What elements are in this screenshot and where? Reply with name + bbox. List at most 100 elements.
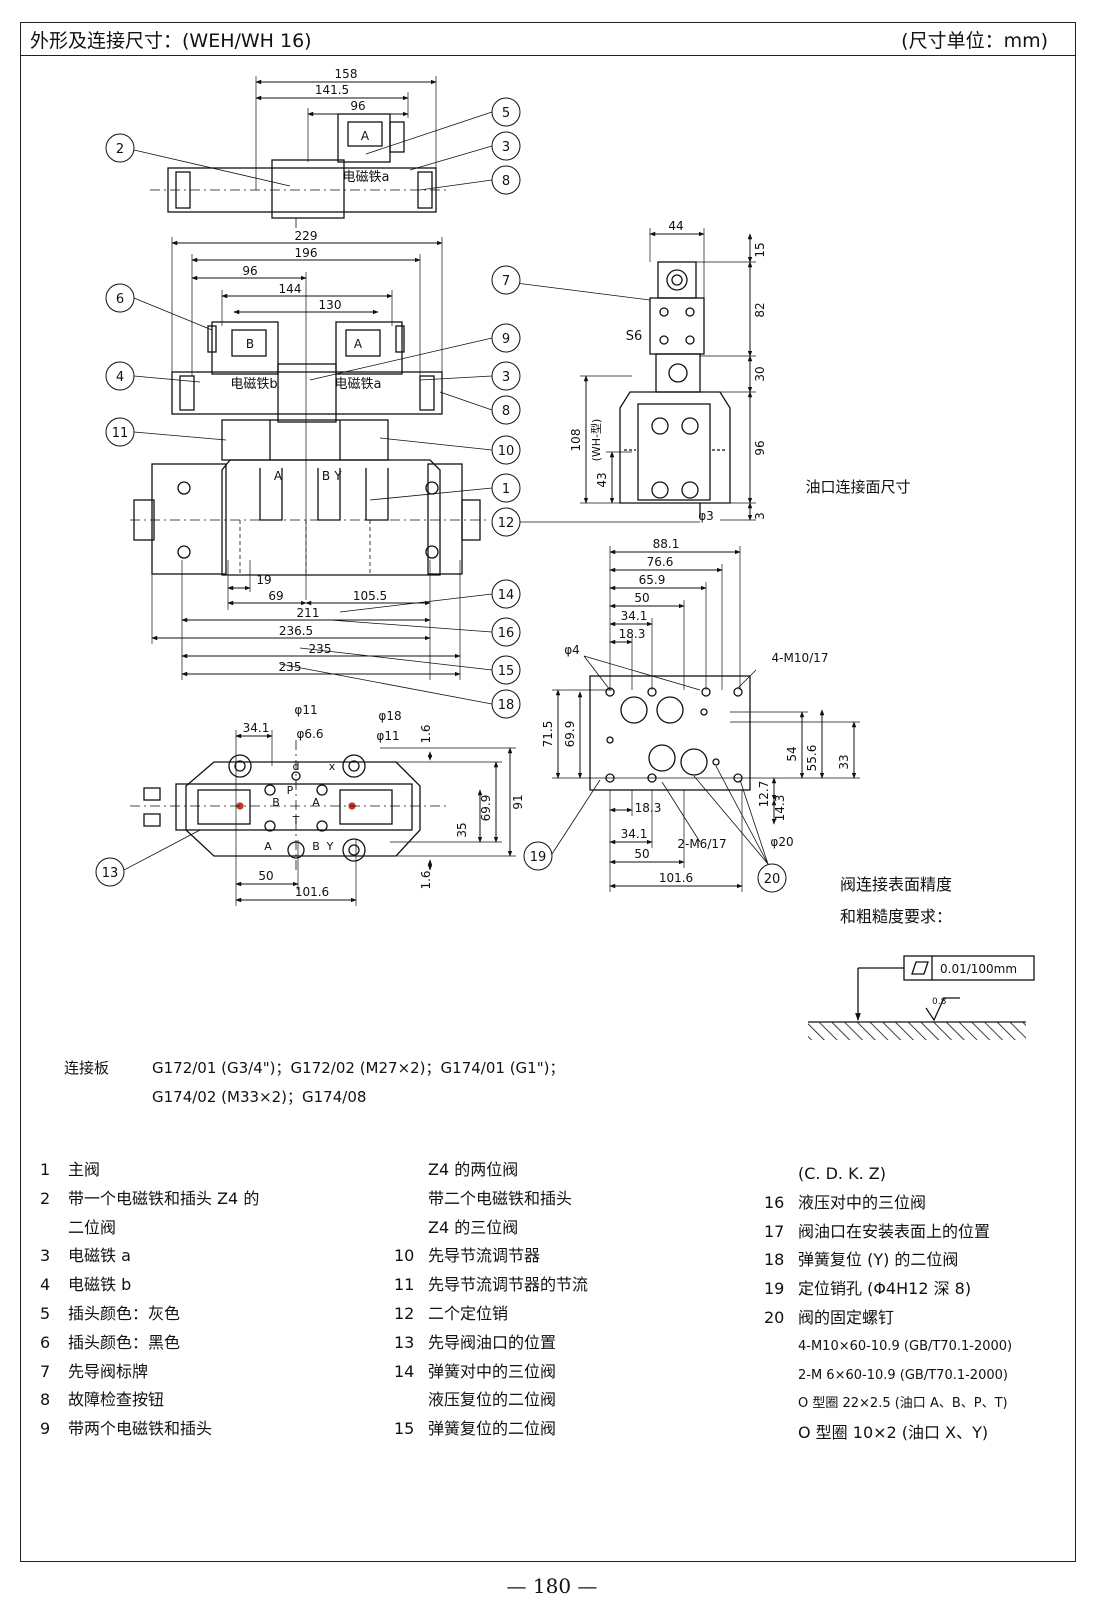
surface-symbol	[808, 955, 1035, 1040]
svg-text:8: 8	[502, 174, 510, 189]
svg-text:16: 16	[498, 626, 515, 641]
svg-text:105.5: 105.5	[353, 589, 387, 603]
svg-text:11: 11	[112, 426, 129, 441]
callout-18: 18	[491, 689, 521, 719]
svg-text:235: 235	[309, 642, 332, 656]
svg-text:55.6: 55.6	[805, 745, 819, 772]
legend-item-continuation: Z4 的两位阀	[428, 1160, 519, 1179]
svg-text:50: 50	[258, 869, 273, 883]
bottom-view-text: 34.1 φ11 φ6.6 φ18 φ11 1.6 69.9 91 35 1.6…	[243, 703, 525, 899]
svg-text:2-M6/17: 2-M6/17	[677, 837, 726, 851]
svg-text:34.1: 34.1	[621, 609, 648, 623]
svg-text:18.3: 18.3	[619, 627, 646, 641]
svg-text:A: A	[354, 337, 363, 351]
svg-text:35: 35	[455, 822, 469, 837]
boards-line-1: G172/01 (G3/4")；G172/02 (M27×2)；G174/01 …	[152, 1059, 565, 1077]
svg-text:69.9: 69.9	[563, 721, 577, 748]
callout-8-front: 8	[491, 395, 521, 425]
svg-text:油口连接面尺寸: 油口连接面尺寸	[805, 478, 910, 496]
svg-text:12: 12	[498, 516, 515, 531]
callout-14: 14	[491, 579, 521, 609]
svg-text:19: 19	[530, 850, 547, 865]
svg-text:34.1: 34.1	[621, 827, 648, 841]
svg-text:φ4: φ4	[564, 643, 580, 657]
port-face-text: 88.1 76.6 65.9 50 34.1 18.3 φ4 4-M10/17 …	[541, 537, 851, 885]
callout-3-front: 3	[491, 361, 521, 391]
svg-text:33: 33	[837, 754, 851, 769]
legend-item-continuation: 带二个电磁铁和插头	[428, 1188, 573, 1208]
callout-13: 13	[95, 857, 125, 887]
svg-text:236.5: 236.5	[279, 624, 313, 638]
svg-text:43: 43	[595, 472, 609, 487]
svg-text:S6: S6	[626, 329, 643, 344]
svg-text:15: 15	[498, 664, 515, 679]
svg-text:A: A	[312, 796, 320, 809]
callout-4: 4	[105, 361, 135, 391]
svg-text:50: 50	[634, 591, 649, 605]
svg-text:9: 9	[502, 332, 510, 347]
legend-note: 4-M10×60-10.9 (GB/T70.1-2000)	[798, 1338, 1013, 1354]
boards-line-2: G174/02 (M33×2)；G174/08	[152, 1088, 367, 1106]
svg-text:φ11: φ11	[294, 703, 317, 717]
svg-text:φ3: φ3	[698, 509, 714, 523]
svg-text:P: P	[287, 784, 294, 797]
svg-text:12.7: 12.7	[757, 781, 771, 808]
svg-text:13: 13	[102, 866, 119, 881]
svg-text:电磁铁a: 电磁铁a	[343, 170, 390, 185]
svg-text:φ18: φ18	[378, 709, 401, 723]
legend-item-continuation: Z4 的三位阀	[428, 1217, 519, 1237]
svg-text:0.01/100mm: 0.01/100mm	[940, 962, 1017, 976]
svg-text:6: 6	[116, 292, 124, 307]
top-view	[150, 76, 450, 228]
svg-text:A: A	[264, 840, 272, 853]
boards-label: 连接板	[64, 1059, 110, 1077]
technical-drawing: 158 141.5 96 A 电磁铁a	[95, 67, 1035, 1040]
svg-text:A: A	[274, 469, 283, 483]
svg-text:电磁铁b: 电磁铁b	[230, 377, 277, 392]
callout-20: 20	[757, 863, 787, 893]
svg-text:A: A	[361, 129, 370, 143]
svg-text:96: 96	[350, 99, 365, 113]
svg-text:φ11: φ11	[376, 729, 399, 743]
callout-7: 7	[491, 265, 521, 295]
callout-1: 1	[491, 473, 521, 503]
svg-text:18.3: 18.3	[635, 801, 662, 815]
svg-text:96: 96	[242, 264, 257, 278]
svg-text:B: B	[246, 337, 254, 351]
top-view-text: 158 141.5 96 A 电磁铁a	[315, 67, 390, 185]
svg-text:15: 15	[753, 242, 767, 257]
svg-text:14.3: 14.3	[773, 795, 787, 822]
svg-text:φ6.6: φ6.6	[297, 727, 324, 741]
side-view-text: 44 15 82 30 96 3 108 43 φ3 S6 (WH-型) 油口连…	[569, 219, 911, 523]
svg-text:69: 69	[268, 589, 283, 603]
callout-10: 10	[491, 435, 521, 465]
svg-text:5: 5	[502, 106, 510, 121]
callout-16: 16	[491, 617, 521, 647]
svg-text:1: 1	[502, 482, 510, 497]
svg-text:T: T	[292, 814, 300, 827]
svg-text:71.5: 71.5	[541, 721, 555, 748]
svg-text:7: 7	[502, 274, 510, 289]
svg-text:19: 19	[256, 573, 271, 587]
svg-text:130: 130	[319, 298, 342, 312]
svg-text:211: 211	[297, 606, 320, 620]
svg-text:0.8: 0.8	[932, 997, 947, 1007]
legend-note: O 型圈 22×2.5 (油口 A、B、P、T)	[798, 1396, 1008, 1412]
callout-5: 5	[491, 97, 521, 127]
svg-text:B: B	[272, 796, 280, 809]
svg-text:x: x	[329, 760, 336, 773]
bottom-view	[130, 730, 516, 906]
svg-text:Y: Y	[326, 840, 334, 853]
